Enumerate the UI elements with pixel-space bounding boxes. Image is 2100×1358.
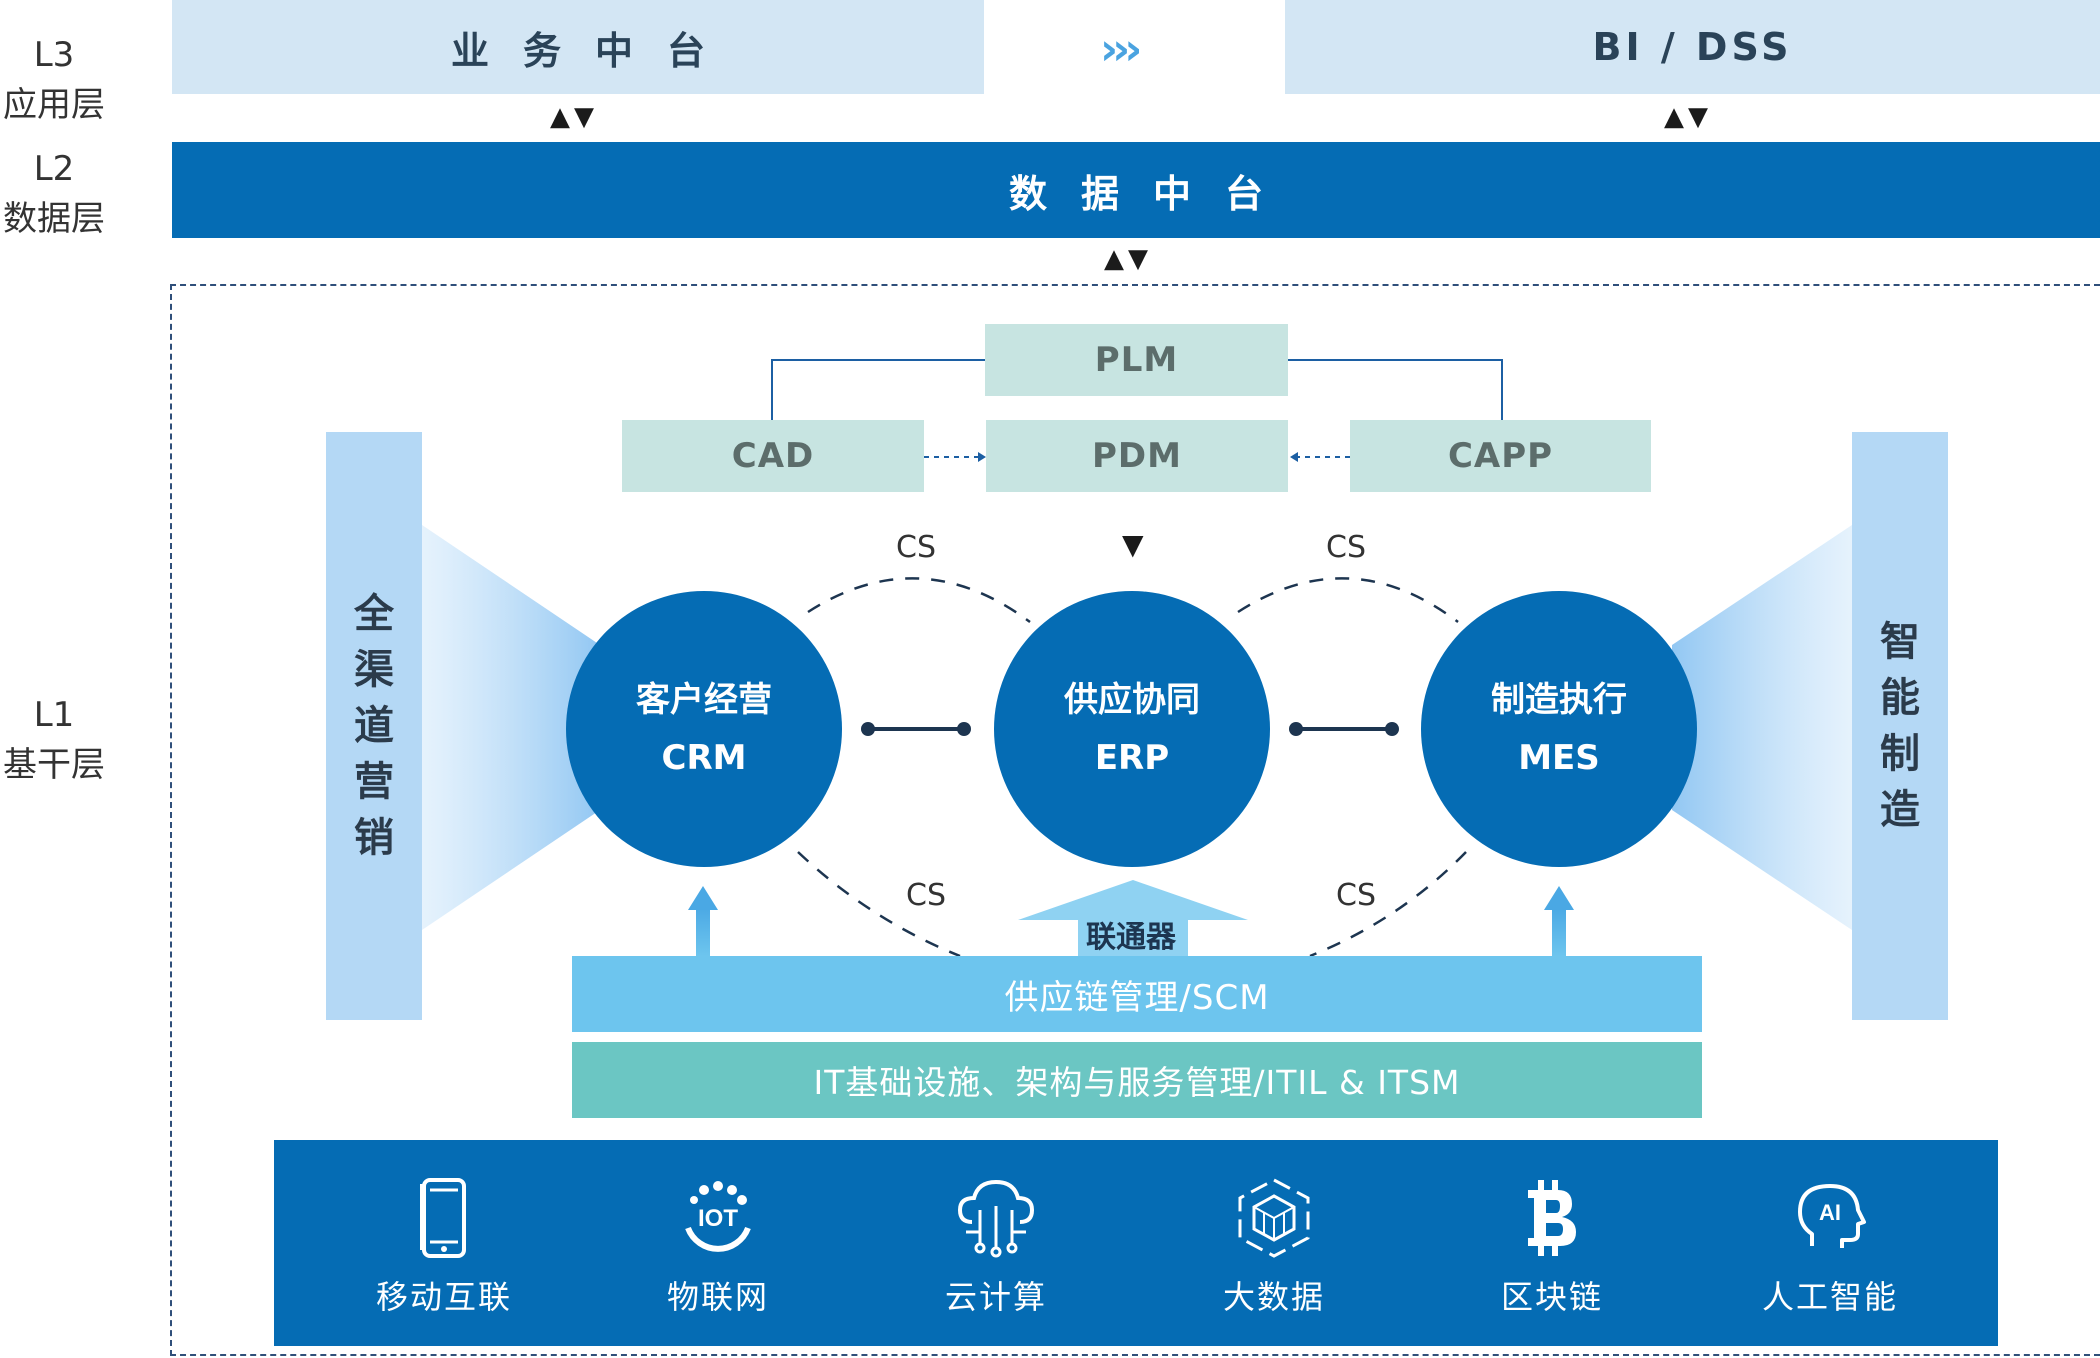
smartphone-icon	[416, 1176, 472, 1260]
tech-label: 移动互联	[375, 1278, 512, 1316]
connector-label: 联通器	[1086, 920, 1176, 955]
layer-l2-label: L2 数据层	[0, 144, 108, 244]
side-left-char: 全	[354, 591, 394, 637]
layer-l2-code: L2	[33, 149, 75, 189]
iot-icon: IOT	[676, 1176, 760, 1260]
cs-label-bottom-left: CS	[906, 878, 946, 913]
tech-label: 物联网	[666, 1278, 769, 1316]
ai-head-icon: AI	[1788, 1176, 1872, 1260]
pdm-label: PDM	[1092, 436, 1182, 476]
capp-label: CAPP	[1447, 436, 1554, 476]
business-platform-bar: 业务中台	[172, 0, 984, 94]
bi-dss-bar: BI / DSS	[1285, 0, 2100, 94]
tech-label: 大数据	[1222, 1278, 1325, 1316]
erp-en-label: ERP	[1094, 738, 1170, 778]
side-left-char: 渠	[354, 647, 394, 693]
itil-bar: IT基础设施、架构与服务管理/ITIL & ITSM	[572, 1042, 1702, 1118]
layer-l2-name: 数据层	[3, 199, 105, 239]
mes-circle: 制造执行 MES	[1421, 591, 1697, 867]
scm-bar: 供应链管理/SCM	[572, 956, 1702, 1032]
erp-circle: 供应协同 ERP	[994, 591, 1270, 867]
chevron-right-icon: ›››	[1100, 24, 1142, 75]
tech-panel: 移动互联 IOT 物联网	[274, 1140, 1998, 1346]
updown-arrow-left: ▲▼	[550, 102, 598, 132]
tech-item-mobile: 移动互联	[334, 1140, 554, 1346]
big-data-icon	[1232, 1176, 1316, 1260]
layer-l1-name: 基干层	[3, 745, 105, 785]
updown-arrow-center: ▲▼	[1104, 244, 1152, 274]
side-left-char: 道	[354, 703, 394, 749]
bitcoin-icon	[1522, 1176, 1582, 1260]
layer-l1-code: L1	[33, 695, 75, 735]
tech-label: 人工智能	[1761, 1278, 1898, 1316]
data-platform-bar: 数据中台	[172, 142, 2100, 238]
mes-cn-label: 制造执行	[1491, 680, 1627, 720]
cs-label-top-right: CS	[1326, 530, 1366, 565]
omnichannel-marketing-bar: 全 渠 道 营 销	[326, 432, 422, 1020]
side-right-char: 能	[1880, 675, 1920, 721]
iot-icon-text: IOT	[698, 1205, 738, 1232]
tech-item-blockchain: 区块链	[1442, 1140, 1662, 1346]
side-right-char: 制	[1880, 731, 1920, 777]
tech-item-iot: IOT 物联网	[608, 1140, 828, 1346]
cs-label-bottom-right: CS	[1336, 878, 1376, 913]
data-platform-label: 数据中台	[1008, 171, 1297, 216]
itil-label: IT基础设施、架构与服务管理/ITIL & ITSM	[813, 1063, 1461, 1102]
bi-dss-label: BI / DSS	[1592, 25, 1793, 69]
side-left-char: 销	[354, 815, 394, 861]
tech-item-bigdata: 大数据	[1164, 1140, 1384, 1346]
updown-arrow-right: ▲▼	[1664, 102, 1712, 132]
capp-box: CAPP	[1350, 420, 1651, 492]
pdm-box: PDM	[986, 420, 1288, 492]
tech-label: 区块链	[1500, 1278, 1603, 1316]
down-arrow-icon: ▼	[1122, 528, 1144, 561]
plm-box: PLM	[985, 324, 1288, 396]
crm-en-label: CRM	[661, 738, 747, 778]
side-left-char: 营	[354, 759, 394, 805]
cad-label: CAD	[731, 436, 815, 476]
tech-item-cloud: 云计算	[886, 1140, 1106, 1346]
l1-frame	[170, 284, 2100, 1356]
layer-l3-code: L3	[33, 35, 75, 75]
scm-label: 供应链管理/SCM	[1004, 977, 1270, 1018]
layer-l1-label: L1 基干层	[0, 690, 108, 790]
crm-cn-label: 客户经营	[636, 680, 772, 720]
layer-l3-label: L3 应用层	[0, 30, 108, 130]
cs-label-top-left: CS	[896, 530, 936, 565]
cad-box: CAD	[622, 420, 924, 492]
business-platform-label: 业务中台	[450, 28, 739, 73]
crm-circle: 客户经营 CRM	[566, 591, 842, 867]
mes-en-label: MES	[1518, 738, 1600, 778]
smart-manufacturing-bar: 智 能 制 造	[1852, 432, 1948, 1020]
side-right-char: 智	[1880, 619, 1920, 665]
layer-l3-name: 应用层	[3, 85, 105, 125]
ai-icon-text: AI	[1819, 1200, 1841, 1225]
erp-cn-label: 供应协同	[1064, 680, 1200, 720]
cloud-computing-icon	[954, 1176, 1038, 1260]
side-right-char: 造	[1880, 787, 1920, 833]
tech-label: 云计算	[944, 1278, 1047, 1316]
tech-item-ai: AI 人工智能	[1720, 1140, 1940, 1346]
plm-label: PLM	[1094, 340, 1179, 380]
